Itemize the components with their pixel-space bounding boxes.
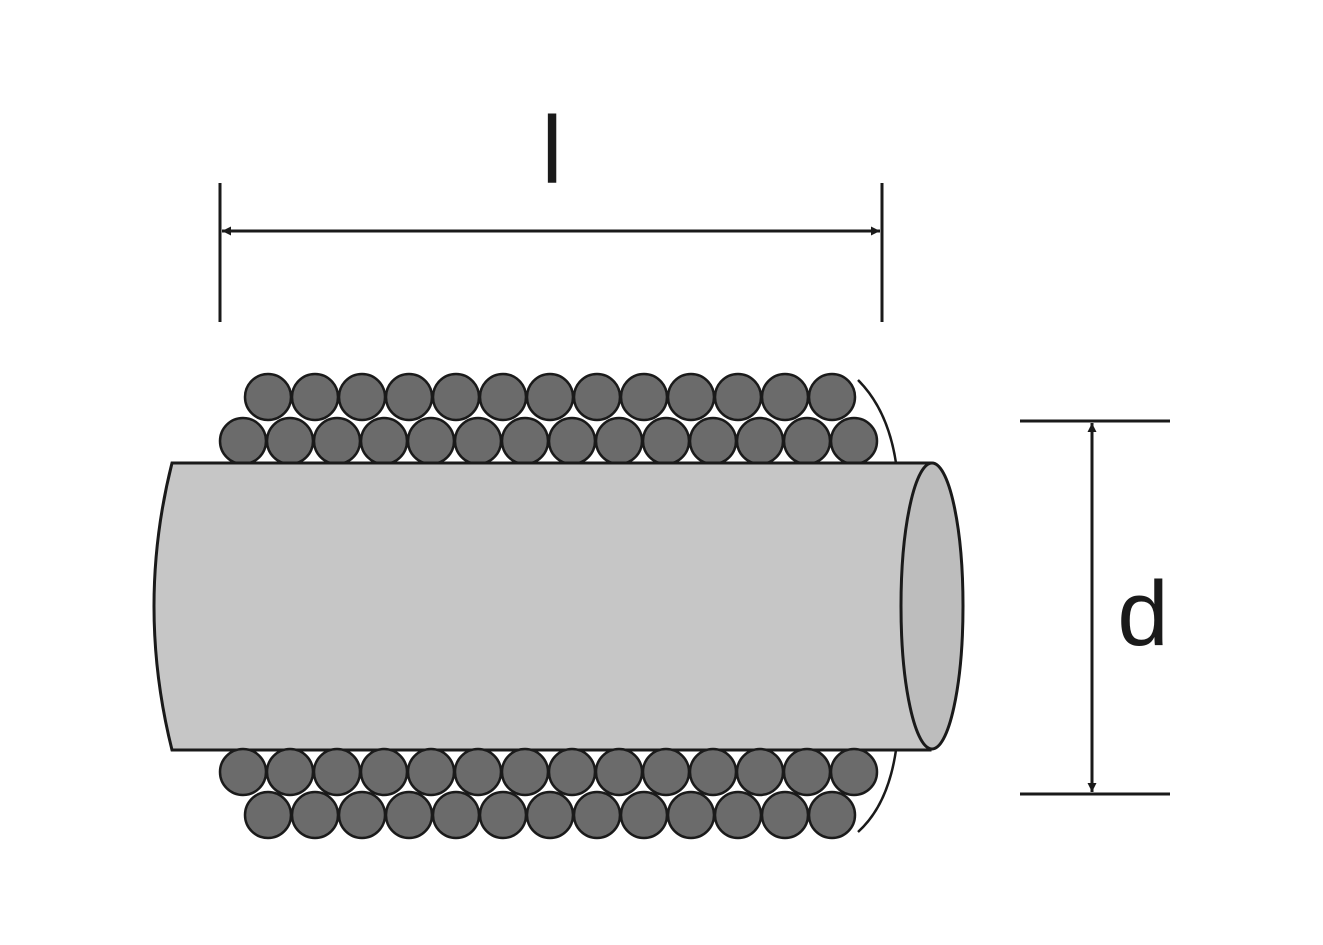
core-cylinder [152, 461, 965, 752]
wire-turn [337, 372, 387, 422]
wire-turn [290, 372, 340, 422]
coil-bottom-front-layer [218, 747, 879, 797]
wire-turn [478, 790, 528, 840]
wire-turn [406, 416, 456, 466]
diameter-dimension: d [1020, 419, 1170, 796]
wire-turn [829, 747, 879, 797]
diameter-label: d [1117, 563, 1168, 665]
wire-turn [807, 790, 857, 840]
wire-turn [735, 747, 785, 797]
wire-turn [359, 747, 409, 797]
wire-turn [337, 790, 387, 840]
wire-turn [312, 747, 362, 797]
wire-turn [431, 372, 481, 422]
wire-turn [290, 790, 340, 840]
wire-turn [359, 416, 409, 466]
wire-turn [312, 416, 362, 466]
wire-turn [525, 790, 575, 840]
coil-top-back-layer [243, 372, 857, 422]
wire-turn [688, 416, 738, 466]
wire-turn [641, 747, 691, 797]
wire-turn [807, 372, 857, 422]
wire-turn [572, 790, 622, 840]
wire-turn [713, 372, 763, 422]
wire-turn [760, 790, 810, 840]
wire-turn [500, 416, 550, 466]
wire-turn [572, 372, 622, 422]
core-end-face [899, 461, 965, 751]
wire-turn [547, 416, 597, 466]
coil-bottom-back-layer [243, 749, 898, 840]
wire-turn [478, 372, 528, 422]
wire-turn [384, 790, 434, 840]
wire-turn [453, 747, 503, 797]
length-dimension: l [218, 97, 884, 322]
wire-turn [782, 747, 832, 797]
wire-turn [666, 790, 716, 840]
wire-turn [431, 790, 481, 840]
wire-turn [760, 372, 810, 422]
wire-turn [243, 372, 293, 422]
coil-edge-top [857, 379, 898, 464]
coil-edge-bottom [857, 749, 898, 833]
core-body [152, 461, 932, 752]
wire-turn [453, 416, 503, 466]
wire-turn [782, 416, 832, 466]
wire-turn [384, 372, 434, 422]
wire-turn [713, 790, 763, 840]
wire-turn [243, 790, 293, 840]
wire-turn [619, 372, 669, 422]
wire-turn [218, 747, 268, 797]
wire-turn [265, 416, 315, 466]
wire-turn [829, 416, 879, 466]
wire-turn [500, 747, 550, 797]
wire-turn [406, 747, 456, 797]
wire-turn [666, 372, 716, 422]
wire-turn [735, 416, 785, 466]
wire-turn [594, 747, 644, 797]
wire-turn [547, 747, 597, 797]
wire-turn [619, 790, 669, 840]
wire-turn [641, 416, 691, 466]
wire-turn [265, 747, 315, 797]
wire-turn [218, 416, 268, 466]
wire-turn [525, 372, 575, 422]
length-label: l [541, 97, 562, 204]
wire-turn [594, 416, 644, 466]
wire-turn [688, 747, 738, 797]
